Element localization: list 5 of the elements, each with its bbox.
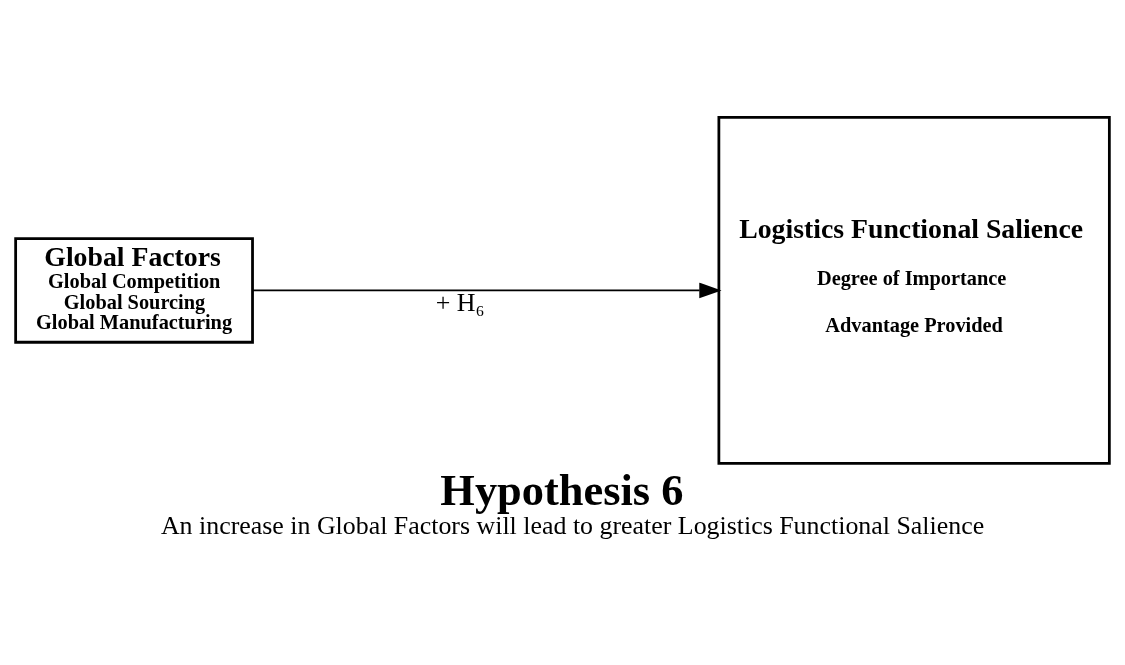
node-box: Global Factors Global Competition Global Sourcing Global Manufacturing [14,236,254,344]
diagram-title: Hypothesis 6 [440,464,684,515]
edge-label: + H₆ [435,287,485,317]
node-box: Logistics Functional Salience Degree of Importance Advantage Provided [717,115,1111,465]
arrow [252,282,722,298]
